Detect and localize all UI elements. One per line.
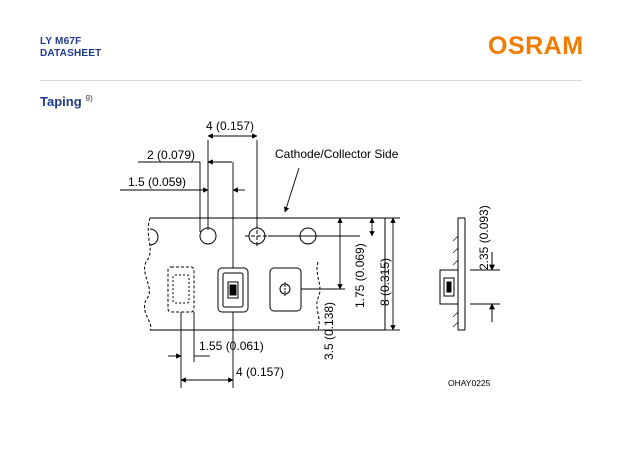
osram-logo: OSRAM xyxy=(488,32,584,60)
cathode-collector-side-label: Cathode/Collector Side xyxy=(275,147,399,161)
dimension-lines-top xyxy=(120,133,258,268)
section-title-text: Taping xyxy=(40,94,82,109)
component-pockets xyxy=(167,266,302,313)
dim-2: 2 (0.079) xyxy=(147,148,195,162)
dim-3-5: 3.5 (0.138) xyxy=(322,302,336,360)
drawing-id: OHAY0225 xyxy=(448,378,491,388)
dim-1-5: 1.5 (0.059) xyxy=(128,175,186,189)
carrier-tape xyxy=(144,217,386,331)
document-type: DATASHEET xyxy=(40,48,102,59)
document-header: LY M67F DATASHEET xyxy=(40,36,101,60)
header-divider xyxy=(40,80,582,81)
dim-pitch-bottom: 4 (0.157) xyxy=(236,365,284,379)
footnote-ref: 9) xyxy=(85,94,93,103)
dim-1-55: 1.55 (0.061) xyxy=(199,339,264,353)
cathode-leader xyxy=(283,167,300,213)
dim-2-35: 2.35 (0.093) xyxy=(477,205,491,270)
dim-1-75: 1.75 (0.069) xyxy=(353,243,367,308)
dimension-lines-bottom xyxy=(168,312,234,388)
product-name: LY M67F xyxy=(40,36,82,47)
tape-side-view xyxy=(439,217,500,331)
dim-pitch-top: 4 (0.157) xyxy=(206,119,254,133)
dimension-lines-right xyxy=(268,217,400,331)
dim-8: 8 (0.315) xyxy=(378,258,392,306)
